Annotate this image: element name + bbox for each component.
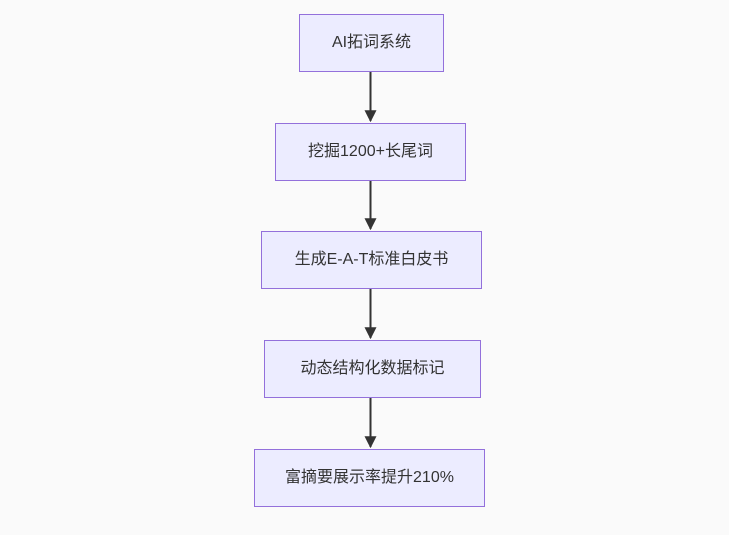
node-label: 挖掘1200+长尾词 (308, 143, 433, 160)
flowchart-node-ai-word-expansion: AI拓词系统 (299, 14, 444, 72)
flowchart-node-longtail-mining: 挖掘1200+长尾词 (275, 123, 466, 181)
flowchart-node-rich-snippet-rate: 富摘要展示率提升210% (254, 449, 485, 507)
flowchart-node-structured-data-markup: 动态结构化数据标记 (264, 340, 481, 398)
node-label: 生成E-A-T标准白皮书 (294, 251, 449, 268)
flowchart-node-eat-whitepaper: 生成E-A-T标准白皮书 (261, 231, 482, 289)
node-label: 动态结构化数据标记 (300, 360, 445, 377)
node-label: AI拓词系统 (331, 34, 412, 51)
node-label: 富摘要展示率提升210% (285, 469, 454, 486)
